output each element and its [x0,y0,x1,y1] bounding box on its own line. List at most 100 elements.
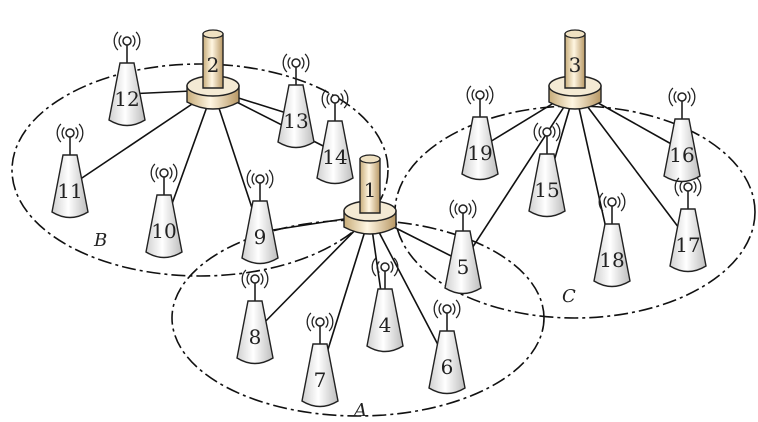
node-17: 17 [669,177,707,273]
node-4: 4 [366,257,404,353]
signal-wave-icon [393,257,399,277]
node-label: 16 [669,143,694,167]
node-12: 12 [108,31,146,127]
signal-wave-icon [693,180,697,194]
node-13: 13 [277,53,315,149]
link-3-5 [462,89,576,263]
node-label: 5 [457,255,470,279]
tower-body [461,116,499,181]
signal-wave-icon [454,202,458,216]
signal-wave-icon [620,192,626,212]
signal-wave-icon [325,315,329,329]
cluster-label-c: C [562,286,576,307]
signal-wave-icon [304,53,310,73]
cluster-a-boundary [171,219,545,417]
signal-wave-icon [321,89,327,109]
tower-body [241,200,279,265]
antenna-icon [542,127,552,137]
signal-wave-icon [674,177,680,197]
signal-wave-icon [603,195,607,209]
hub-label: 2 [207,53,220,77]
node-label: 15 [534,178,559,202]
signal-wave-icon [282,53,288,73]
signal-wave-icon [265,172,269,186]
signal-wave-icon [533,122,539,142]
cluster-label-a: A [352,400,367,421]
signal-wave-icon [78,123,84,143]
antenna-icon [315,317,325,327]
signal-wave-icon [328,312,334,332]
tower-body [316,120,354,185]
link-3-17 [574,89,689,241]
hub-cap [202,29,224,39]
hub-3: 3 [548,29,602,110]
hub-label: 3 [569,53,582,77]
node-6: 6 [428,299,466,395]
node-label: 19 [467,141,492,165]
signal-wave-icon [268,169,274,189]
signal-wave-icon [455,299,461,319]
signal-wave-icon [56,123,62,143]
signal-wave-icon [696,177,702,197]
node-label: 11 [57,179,82,203]
antenna-icon [607,197,617,207]
signal-wave-icon [326,92,330,106]
node-label: 9 [254,225,267,249]
signal-wave-icon [135,31,141,51]
signal-wave-icon [668,87,674,107]
signal-wave-icon [75,126,79,140]
signal-wave-icon [371,257,377,277]
link-1-6 [369,214,448,363]
signal-wave-icon [468,202,472,216]
signal-wave-icon [555,122,561,142]
node-label: 18 [599,248,624,272]
signal-wave-icon [538,125,542,139]
node-10: 10 [145,163,183,259]
hub-cap [564,29,586,39]
node-label: 12 [114,87,139,111]
node-label: 13 [283,109,308,133]
node-19: 19 [461,85,499,181]
signal-wave-icon [246,169,252,189]
tower-body [277,84,315,149]
node-label: 7 [314,368,327,392]
link-1-8 [254,214,371,333]
signal-wave-icon [340,92,344,106]
antenna-icon [380,262,390,272]
tower-body [51,154,89,219]
signal-wave-icon [466,85,472,105]
signal-wave-icon [118,34,122,48]
signal-wave-icon [132,34,136,48]
node-7: 7 [301,312,339,408]
signal-wave-icon [452,302,456,316]
signal-wave-icon [241,269,247,289]
antenna-icon [330,94,340,104]
signal-wave-icon [376,260,380,274]
node-label: 8 [249,325,262,349]
antenna-icon [250,274,260,284]
signal-wave-icon [260,272,264,286]
hub-layer: 1 2 3 [186,29,602,235]
node-label: 6 [441,355,454,379]
node-5: 5 [444,199,482,295]
antenna-icon [65,128,75,138]
signal-wave-icon [150,163,156,183]
signal-wave-icon [687,90,691,104]
tower-body [301,343,339,408]
signal-wave-icon [673,90,677,104]
antenna-icon [475,90,485,100]
signal-wave-icon [61,126,65,140]
node-11: 11 [51,123,89,219]
signal-wave-icon [390,260,394,274]
hub-label: 1 [364,178,377,202]
signal-wave-icon [263,269,269,289]
signal-wave-icon [311,315,315,329]
signal-wave-icon [251,172,255,186]
antenna-icon [677,92,687,102]
tower-body [428,330,466,395]
signal-wave-icon [246,272,250,286]
signal-wave-icon [172,163,178,183]
cluster-b-boundary [11,63,389,277]
